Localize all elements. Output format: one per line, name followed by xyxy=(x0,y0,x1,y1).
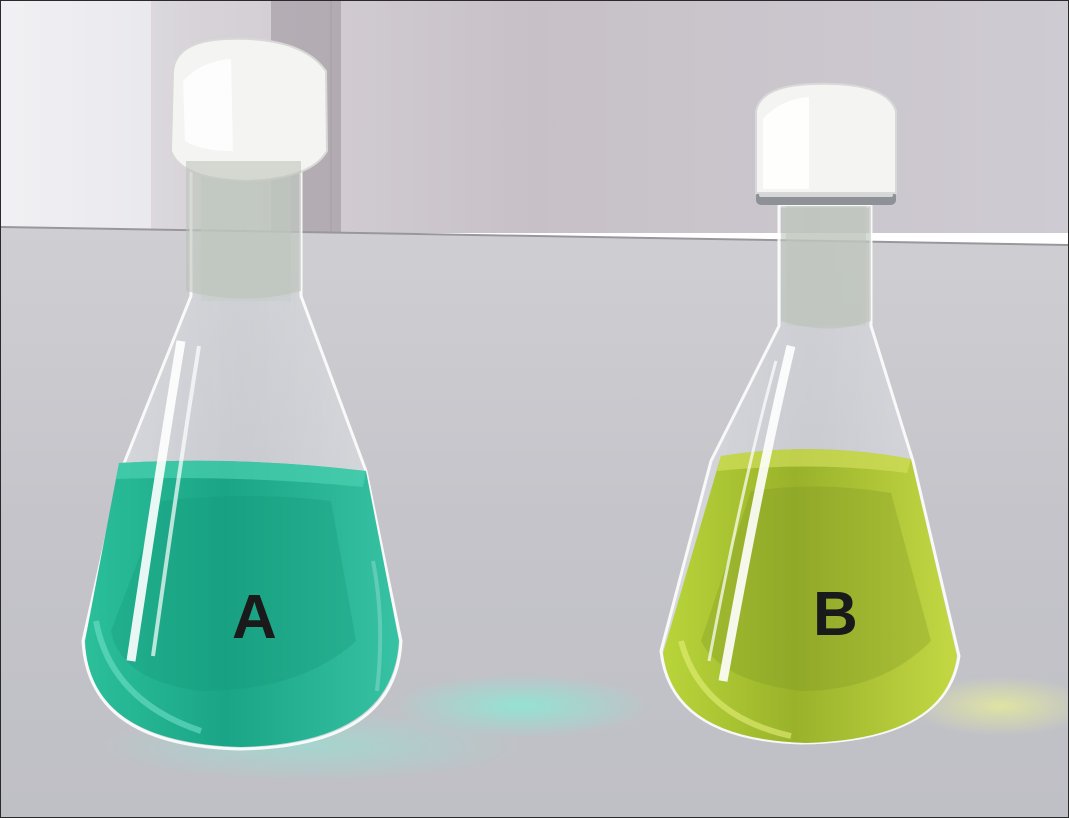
flask-a xyxy=(81,37,403,751)
flask-b xyxy=(659,82,961,745)
flask-label-a: A xyxy=(232,583,277,652)
flask-label-b: B xyxy=(813,580,858,649)
